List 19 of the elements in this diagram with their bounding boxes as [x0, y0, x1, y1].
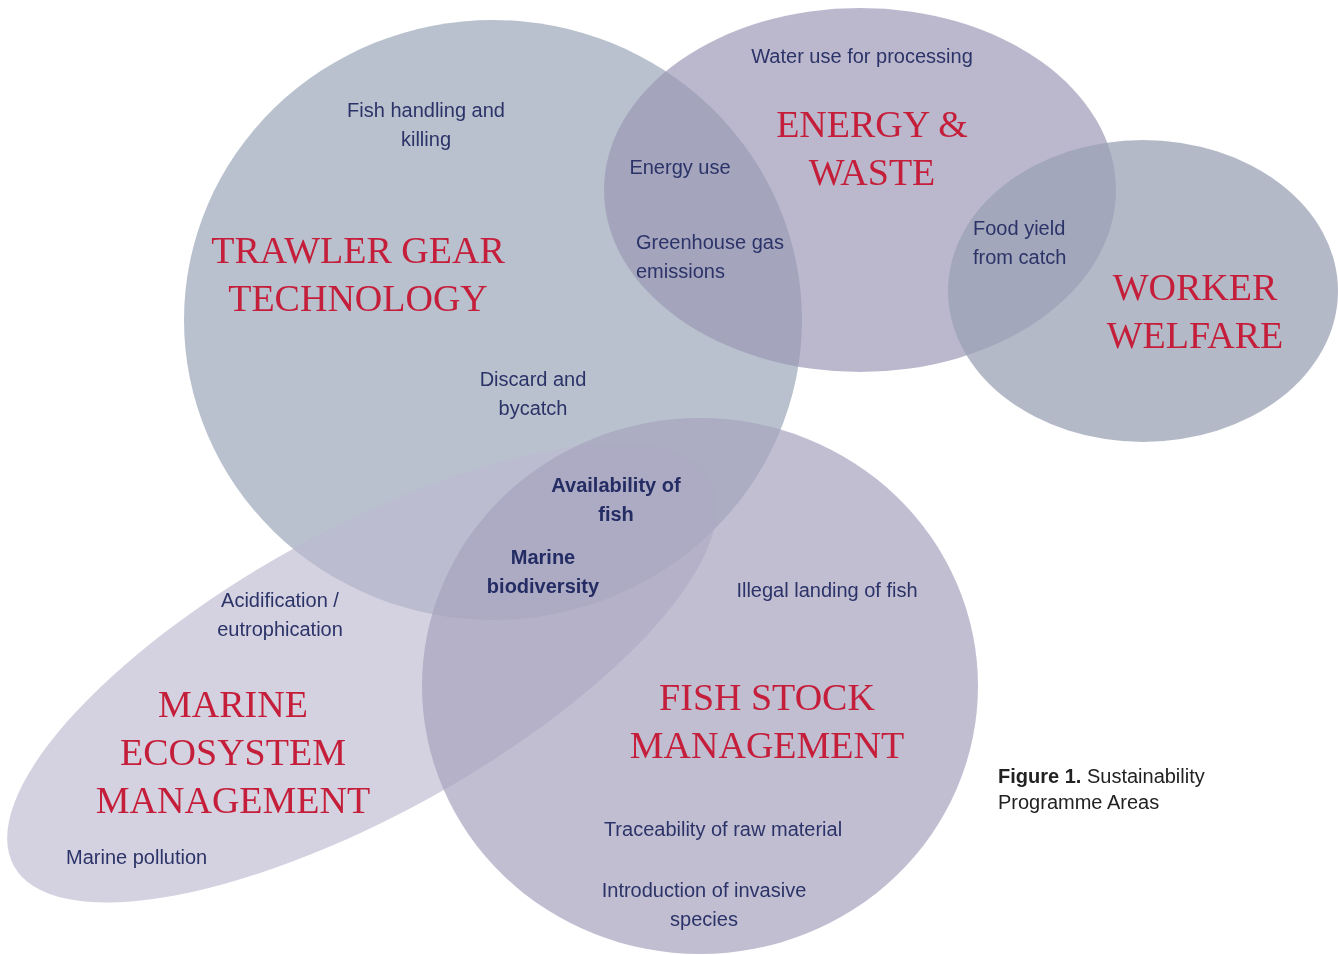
- topic-label: Availability of fish: [551, 473, 681, 527]
- topic-label: Discard and bycatch: [478, 367, 588, 421]
- topic-label: Marine pollution: [66, 845, 209, 870]
- figure-caption: Figure 1. Sustainability Programme Areas: [998, 764, 1206, 815]
- area-title: TRAWLER GEAR TECHNOLOGY: [210, 228, 506, 321]
- topic-label: Water use for processing: [750, 44, 974, 69]
- topic-label: Greenhouse gas emissions: [636, 230, 785, 284]
- topic-label: Food yield from catch: [973, 216, 1068, 270]
- topic-label: Traceability of raw material: [602, 817, 844, 842]
- topic-label: Illegal landing of fish: [735, 578, 919, 603]
- area-title: ENERGY & WASTE: [775, 102, 969, 195]
- topic-label: Fish handling and killing: [346, 98, 506, 152]
- topic-label: Marine biodiversity: [485, 545, 601, 599]
- topic-label: Introduction of invasive species: [600, 878, 808, 932]
- area-title: WORKER WELFARE: [1105, 265, 1285, 358]
- topic-label: Acidification / eutrophication: [216, 588, 344, 642]
- topic-label: Energy use: [628, 155, 732, 180]
- area-title: MARINE ECOSYSTEM MANAGEMENT: [94, 682, 372, 823]
- area-title: FISH STOCK MANAGEMENT: [628, 675, 906, 768]
